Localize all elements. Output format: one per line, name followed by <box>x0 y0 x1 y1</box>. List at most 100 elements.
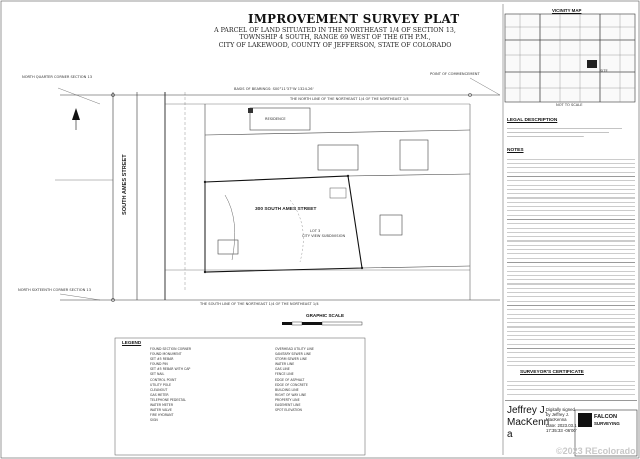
vicinity-map <box>504 13 636 103</box>
south-line-label: THE SOUTH LINE OF THE NORTHEAST 1/4 OF T… <box>200 302 319 306</box>
address-label: 300 SOUTH AMES STREET <box>255 207 317 212</box>
company-name: FALCON <box>594 414 617 420</box>
legend-item: FOUND SECTION CORNER <box>150 347 192 351</box>
ne-corner-note: POINT OF COMMENCEMENT <box>430 72 480 76</box>
digital-sig-line-1: Digitally signed <box>546 407 575 412</box>
leader-sw <box>59 293 101 301</box>
digital-sig-line-5: 17:35:33 -06'00' <box>546 427 577 433</box>
legend-item: SPOT ELEVATION <box>275 408 302 413</box>
lot-line-north <box>204 129 471 136</box>
small-structure <box>329 187 347 199</box>
legend-item: FOUND PIN <box>150 362 168 367</box>
legend-item: FIRE HYDRANT <box>150 413 174 418</box>
residence-label: RESIDENCE <box>265 117 286 121</box>
listing-watermark: ©2023 REcolorado <box>556 446 636 456</box>
signature-name-line-2: MacKenn <box>507 417 550 428</box>
legend-item: WATER LINE <box>275 362 295 367</box>
legal-description-body <box>507 126 635 139</box>
legend-item: OVERHEAD UTILITY LINE <box>275 347 314 351</box>
legend-right-column: OVERHEAD UTILITY LINE SANITARY SEWER LIN… <box>275 347 360 413</box>
plat-subtitle: A PARCEL OF LAND SITUATED IN THE NORTHEA… <box>205 27 465 49</box>
legend-title: LEGEND <box>122 340 142 345</box>
legend-item: TELEPHONE PEDESTAL <box>150 397 187 402</box>
legend-item: STORM SEWER LINE <box>275 357 308 362</box>
legend-item: GAS LINE <box>275 367 290 372</box>
legend-item: SIGN <box>150 418 158 423</box>
legend-item: RIGHT OF WAY LINE <box>275 392 307 397</box>
north-line-label: THE NORTH LINE OF THE NORTHEAST 1/4 OF T… <box>290 97 409 101</box>
legend-item: WATER VALVE <box>150 408 172 413</box>
hatched-block <box>248 108 253 113</box>
digital-sig-line-4: Date: 2023.03.1 <box>546 422 577 428</box>
legend-item: GAS METER <box>150 392 169 397</box>
corner-monument-nw <box>111 93 115 97</box>
subtitle-line-1: A PARCEL OF LAND SITUATED IN THE NORTHEA… <box>214 27 456 34</box>
notes-body <box>507 156 635 366</box>
legend-item: EASEMENT LINE <box>275 403 301 408</box>
subtitle-line-2: TOWNSHIP 4 SOUTH, RANGE 69 WEST OF THE 6… <box>239 34 431 42</box>
building-east <box>399 139 429 171</box>
notes-heading: NOTES <box>507 148 524 153</box>
legend-item: EDGE OF ASPHALT <box>275 377 305 382</box>
graphic-scale <box>282 321 363 326</box>
legend-item: CLEANOUT <box>150 387 168 392</box>
legend-item: SET #5 REBAR <box>150 357 174 362</box>
vicinity-map-title: VICINITY MAP <box>552 8 582 13</box>
legend-box <box>114 337 366 456</box>
leader-nw <box>57 87 101 105</box>
building-southeast <box>379 214 403 236</box>
legend-item: WATER METER <box>150 403 174 408</box>
basis-of-bearings-label: BASIS OF BEARINGS: S00°11'37"W 1324.26' <box>234 87 314 91</box>
leader-ne <box>469 77 501 96</box>
lot-line-southeast <box>361 265 471 269</box>
parcel-boundary <box>204 175 363 273</box>
corner-monument-ne <box>468 93 472 97</box>
company-sub: SURVEYING <box>594 421 620 426</box>
parcel-pin-sw <box>203 270 207 274</box>
graphic-scale-label: GRAPHIC SCALE <box>306 313 345 318</box>
legend-item: BUILDING LINE <box>275 387 299 392</box>
lot-label: LOT 3 <box>310 229 321 233</box>
corner-monument-sw <box>111 298 115 302</box>
legend-item: UTILITY POLE <box>150 382 172 387</box>
subtitle-line-3: CITY OF LAKEWOOD, COUNTY OF JEFFERSON, S… <box>218 41 452 49</box>
company-block <box>574 409 638 457</box>
plat-title: IMPROVEMENT SURVEY PLAT <box>248 12 460 26</box>
legend-item: SANITARY SEWER LINE <box>275 352 311 357</box>
signature-name-block: Jeffrey J. MacKenn a <box>507 405 567 441</box>
legend-item: EDGE OF CONCRETE <box>275 382 308 387</box>
nw-corner-note: NORTH QUARTER CORNER SECTION 13 <box>22 75 93 79</box>
digital-signature-details: Digitally signed by Jeffrey J. MacKenna … <box>546 407 596 433</box>
driveway-edge <box>224 194 236 261</box>
legend-item: SET NAIL <box>150 372 165 377</box>
vicinity-scale-note: NOT TO SCALE <box>556 103 583 107</box>
certificate-body <box>507 378 635 398</box>
digital-sig-line-2: by Jeffrey J. <box>546 412 570 418</box>
legal-description-heading: LEGAL DESCRIPTION <box>507 118 558 123</box>
legend-left-column: FOUND SECTION CORNER FOUND MONUMENT SET … <box>150 347 240 423</box>
signature-name-line-3: a <box>507 429 513 440</box>
vicinity-site-marker <box>587 60 597 68</box>
legend-item: SET #5 REBAR WITH CAP <box>150 367 191 372</box>
legend-item: FOUND MONUMENT <box>150 352 182 357</box>
parcel-pin-se <box>360 266 364 270</box>
legend-item: PROPERTY LINE <box>275 397 300 402</box>
shed-southwest <box>217 239 239 255</box>
lot-subdivision-label: CITY VIEW SUBDIVISION <box>302 234 346 238</box>
building-northeast <box>317 144 359 171</box>
legend-item: CONTROL POINT <box>150 377 177 382</box>
building-north <box>249 107 311 131</box>
parcel-pin-ne <box>346 174 350 178</box>
street-label: SOUTH AMES STREET <box>122 154 128 215</box>
sw-corner-note: NORTH SIXTEENTH CORNER SECTION 13 <box>18 288 91 292</box>
fence-line <box>289 199 304 263</box>
parcel-pin-nw <box>203 180 207 184</box>
lot-line-east <box>347 173 471 177</box>
surveyor-certificate-heading: SURVEYOR'S CERTIFICATE <box>520 370 584 375</box>
signature-name-line-1: Jeffrey J. <box>507 405 548 416</box>
legend-item: FENCE LINE <box>275 372 294 377</box>
vicinity-site-label: SITE <box>600 69 608 73</box>
